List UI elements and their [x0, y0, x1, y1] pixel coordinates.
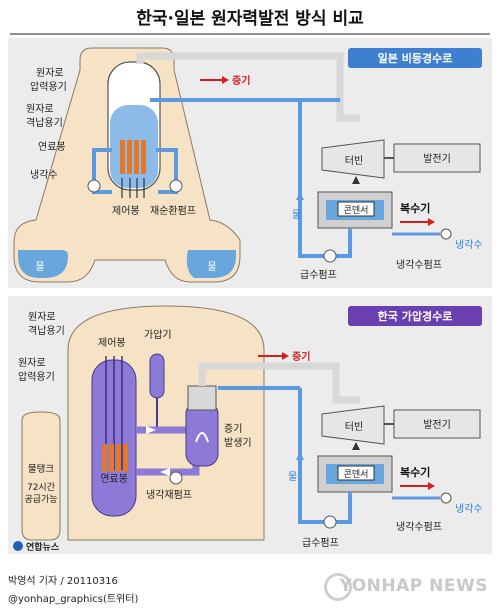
- footer-byline: 박영석 기자 / 20110316: [8, 576, 118, 587]
- japan-coolant-water-label: 냉각수: [455, 239, 483, 251]
- korea-fuel-rods: [102, 444, 128, 472]
- japan-pool-right: [186, 250, 236, 278]
- japan-cooling-pump-icon: [440, 228, 452, 240]
- japan-water-left-label: 물: [35, 261, 44, 273]
- korea-turbine-label: 터빈: [345, 421, 363, 433]
- japan-condenser-unit-label: 복수기: [400, 201, 430, 215]
- japan-generator: [393, 143, 481, 173]
- korea-fuel-rod-label: 연료봉: [100, 473, 128, 485]
- korea-down-arrow-icon: [352, 442, 360, 450]
- korea-water-tank-label: 물탱크: [28, 464, 54, 475]
- korea-cold-arrow-icon: [160, 468, 170, 476]
- japan-panel: 일본 비등경수로 물 물: [8, 38, 492, 288]
- page-title: 한국·일본 원자력발전 방식 비교: [136, 9, 364, 29]
- korea-steam-arrowhead: [282, 352, 289, 360]
- japan-recirc-right: [156, 148, 178, 194]
- korea-tank-note-2: 공급가능: [24, 494, 57, 505]
- korea-turbine: [321, 405, 385, 445]
- korea-pressurizer: [149, 353, 165, 399]
- japan-badge: [348, 48, 482, 68]
- yonhap-logo-icon: [13, 541, 23, 551]
- korea-badge: [348, 306, 482, 326]
- watermark: YONHAP NEWS: [339, 576, 488, 596]
- japan-condenser-box: [337, 201, 375, 217]
- japan-feed-pump-icon: [323, 249, 337, 263]
- korea-generator: [393, 409, 481, 439]
- korea-steam-label: 증기: [292, 350, 310, 363]
- japan-water-vertical-label: 물: [292, 209, 301, 221]
- japan-generator-label: 발전기: [423, 153, 451, 165]
- korea-condenser-label: 콘덴서: [344, 469, 369, 480]
- korea-sg-tube: [195, 432, 209, 443]
- japan-fuel-rods: [120, 140, 146, 174]
- japan-recirc-left: [92, 148, 112, 194]
- korea-generator-label: 발전기: [423, 419, 451, 431]
- korea-control-rod-label: 제어봉: [98, 337, 126, 349]
- korea-containment-label-2: 격납용기: [28, 324, 65, 337]
- korea-cooling-out-arrowhead: [428, 482, 435, 490]
- korea-badge-label: 한국 가압경수로: [378, 309, 453, 323]
- korea-pressure-vessel-label-2: 압력용기: [18, 370, 55, 383]
- japan-turbine: [321, 139, 385, 179]
- japan-pressure-vessel-label-1: 원자로: [36, 67, 64, 79]
- japan-control-rods: [121, 178, 145, 198]
- korea-pressure-vessel-label-1: 원자로: [18, 357, 46, 369]
- japan-pool-left: [18, 250, 68, 278]
- korea-pressurizer-label: 가압기: [144, 328, 172, 341]
- korea-hot-arrow-icon: [146, 426, 156, 434]
- korea-steam-pipe: [198, 362, 360, 404]
- japan-feed-pump-label: 급수펌프: [300, 269, 337, 281]
- korea-steam-generator-top: [187, 385, 217, 411]
- watermark-ring-icon: [324, 573, 352, 601]
- korea-water-vertical-label: 물: [288, 471, 297, 483]
- korea-feed-pump-label: 급수펌프: [302, 537, 339, 549]
- japan-recirc-pump-label: 재순환펌프: [150, 205, 196, 217]
- korea-coolant-pump-icon: [169, 471, 183, 485]
- japan-badge-label: 일본 비등경수로: [378, 51, 453, 65]
- korea-coolant-pump-label: 냉각재펌프: [146, 489, 192, 501]
- footer-credit: @yonhap_graphics(트위터): [8, 594, 139, 605]
- korea-containment-label-1: 원자로: [28, 311, 56, 323]
- japan-recirc-pump-right-icon: [169, 179, 183, 193]
- korea-cooling-pump-icon: [440, 492, 452, 504]
- korea-steam-generator-label-2: 발생기: [224, 437, 252, 449]
- korea-panel: 한국 가압경수로 물탱크 72시간 공급가능 연료봉: [8, 296, 492, 554]
- japan-coolant-pump-label: 냉각수펌프: [396, 259, 442, 271]
- korea-up-arrow-icon: [296, 452, 304, 460]
- korea-steam-generator-label-1: 증기: [224, 423, 242, 435]
- korea-coolant-water-label: 냉각수: [455, 503, 483, 515]
- japan-steam-label: 증기: [232, 74, 250, 87]
- korea-water-tank: [21, 411, 61, 541]
- japan-down-arrow-icon: [352, 176, 360, 184]
- japan-water-right-label: 물: [207, 261, 216, 273]
- japan-coolant-label: 냉각수: [30, 169, 58, 181]
- japan-steam-arrowhead: [222, 76, 229, 84]
- japan-containment-label-2: 격납용기: [26, 116, 63, 129]
- japan-recirc-pump-left-icon: [87, 179, 101, 193]
- japan-fuel-rod-label: 연료봉: [38, 141, 66, 153]
- japan-cooling-out-arrowhead: [428, 218, 435, 226]
- japan-condenser-label: 콘덴서: [344, 205, 369, 216]
- japan-pressure-vessel-label-2: 압력용기: [30, 80, 67, 93]
- korea-feed-pump-icon: [323, 515, 337, 529]
- japan-feed-return-pipe: [298, 100, 352, 258]
- japan-up-arrow-icon: [296, 192, 304, 200]
- korea-condenser-unit-label: 복수기: [400, 465, 430, 479]
- japan-control-rod-label: 제어봉: [112, 205, 140, 217]
- yonhap-logo-text: 연합뉴스: [26, 541, 60, 553]
- korea-condenser-box: [337, 465, 375, 481]
- japan-containment-label-1: 원자로: [26, 103, 54, 115]
- korea-coolant-pump2-label: 냉각수펌프: [396, 521, 442, 533]
- japan-steam-pipe: [136, 52, 360, 122]
- korea-tank-note-1: 72시간: [27, 482, 55, 493]
- japan-turbine-label: 터빈: [345, 155, 363, 167]
